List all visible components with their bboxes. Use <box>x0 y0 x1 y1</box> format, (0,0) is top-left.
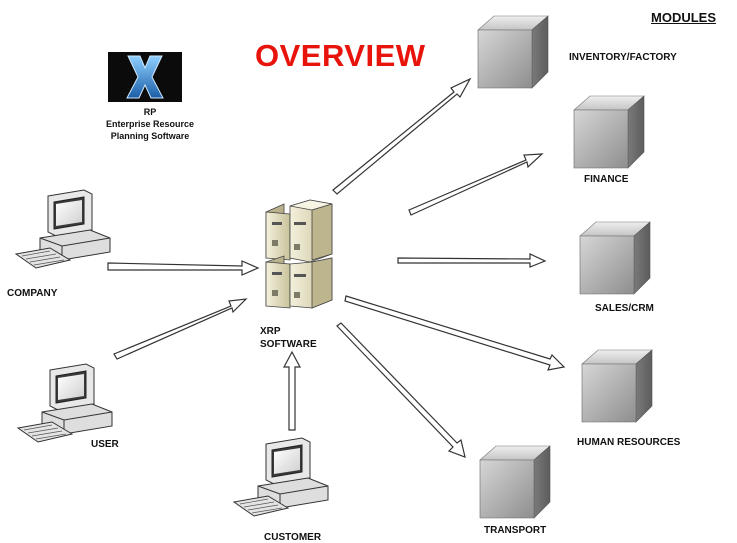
label-inventory-factory: INVENTORY/FACTORY <box>569 52 677 63</box>
label-customer: CUSTOMER <box>264 532 322 543</box>
cube-icon-hr <box>581 349 653 423</box>
hub-label-line1: XRP <box>260 326 281 337</box>
arrow-hub-to-transport <box>336 322 466 458</box>
cube-icon-finance <box>573 95 645 169</box>
modules-heading: MODULES <box>651 10 716 25</box>
computer-icon-customer <box>233 437 329 517</box>
arrow-hub-to-inventory <box>332 77 472 195</box>
arrow-company-to-hub <box>107 260 260 276</box>
logo-line2: Planning Software <box>110 131 190 141</box>
label-sales-crm: SALES/CRM <box>595 303 654 314</box>
hub-label: XRP SOFTWARE <box>260 325 317 351</box>
arrow-hub-to-hr <box>344 295 566 371</box>
page-title: OVERVIEW <box>255 38 426 73</box>
label-transport: TRANSPORT <box>484 525 547 536</box>
logo-line1: Enterprise Resource <box>105 119 195 129</box>
arrow-customer-to-hub <box>283 350 301 431</box>
label-human-resources: HUMAN RESOURCES <box>577 437 681 448</box>
xrp-logo <box>108 52 182 102</box>
server-icon <box>265 199 333 309</box>
cube-icon-sales <box>579 221 651 295</box>
computer-icon-user <box>17 363 113 443</box>
arrow-user-to-hub <box>113 298 248 360</box>
cube-icon-transport <box>479 445 551 519</box>
logo-name: RP <box>143 107 157 117</box>
arrow-hub-to-sales <box>397 253 547 268</box>
arrow-hub-to-finance <box>408 153 544 216</box>
logo-caption: RP Enterprise Resource Planning Software <box>95 106 205 142</box>
computer-icon-company <box>15 189 111 269</box>
label-user: USER <box>91 439 119 450</box>
label-company: COMPANY <box>7 288 58 299</box>
hub-label-line2: SOFTWARE <box>260 339 317 350</box>
label-finance: FINANCE <box>584 174 629 185</box>
connection-arrows <box>107 77 566 458</box>
x-logo-icon <box>126 55 164 99</box>
cube-icon-inventory <box>477 15 549 89</box>
